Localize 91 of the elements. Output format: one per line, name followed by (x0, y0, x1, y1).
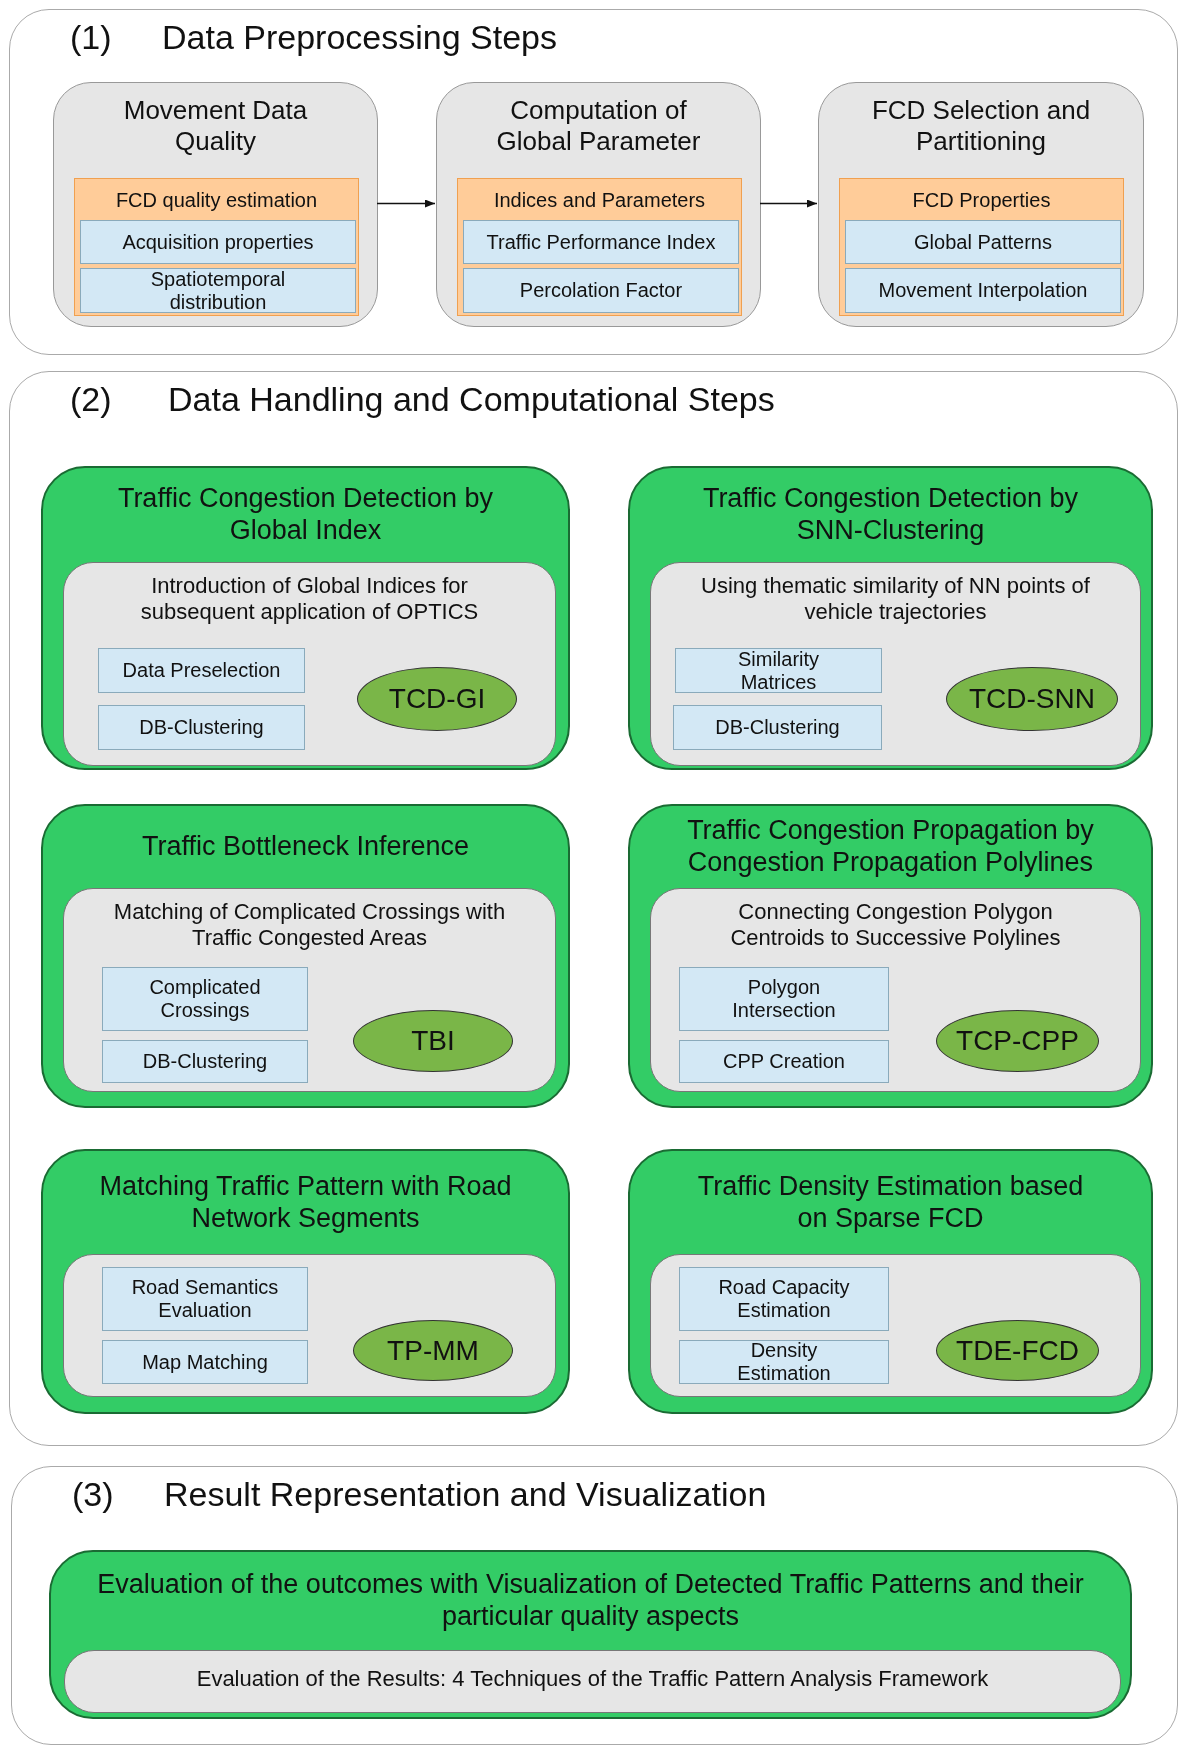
group-title: Indices and Parameters (492, 189, 707, 212)
method-card (41, 1149, 570, 1414)
item-box (679, 967, 889, 1031)
method-card (41, 804, 570, 1108)
item-box (102, 1267, 308, 1331)
item-box (98, 648, 305, 693)
method-card (628, 804, 1153, 1108)
method-card (49, 1550, 1132, 1719)
method-title: Traffic Congestion Detection by SNN-Clustering (701, 482, 1080, 547)
item-label: Data Preselection (121, 659, 282, 682)
method-card (628, 1149, 1153, 1414)
content-panel (650, 1254, 1141, 1397)
section-number: (2) (70, 380, 112, 419)
acronym-label: TCD-SNN (969, 683, 1095, 715)
item-box (679, 1340, 889, 1384)
item-box (679, 1040, 889, 1083)
description-panel (63, 888, 556, 1092)
item-label: Road Semantics Evaluation (130, 1276, 280, 1322)
item-box (80, 220, 356, 264)
acronym-label: TP-MM (387, 1334, 479, 1367)
group-title: FCD Properties (911, 189, 1052, 212)
item-box (98, 705, 305, 750)
description-text: Using thematic similarity of NN points of vehicle trajectories (700, 573, 1091, 626)
item-label: Road Capacity Estimation (717, 1276, 851, 1322)
method-title: Traffic Density Estimation based on Sparse FCD (696, 1169, 1085, 1235)
section-number: (1) (70, 18, 112, 57)
method-title: Traffic Congestion Propagation by Congestion Propagation Polylines (686, 814, 1095, 879)
section-title: Data Handling and Computational Steps (168, 380, 775, 419)
method-title: Matching Traffic Pattern with Road Network Segments (98, 1169, 513, 1235)
method-title: Traffic Congestion Detection by Global Index (116, 482, 495, 547)
arrow (759, 199, 818, 208)
step-card (436, 82, 761, 327)
description-panel (64, 1650, 1121, 1713)
item-box (102, 967, 308, 1031)
item-box (675, 648, 882, 693)
method-card (628, 466, 1153, 770)
step-card (53, 82, 378, 327)
method-title: Evaluation of the outcomes with Visualization of Detected Traffic Patterns and their particular quality aspects (96, 1568, 1085, 1633)
item-label: Acquisition properties (121, 230, 315, 254)
item-label: Complicated Crossings (148, 976, 262, 1022)
item-label: Global Patterns (913, 230, 1053, 254)
item-box (845, 220, 1121, 264)
item-label: Spatiotemporal distribution (149, 267, 287, 314)
description-panel (650, 888, 1141, 1092)
description-text: Introduction of Global Indices for subsequent application of OPTICS (139, 573, 480, 626)
item-box (80, 268, 356, 313)
item-box (673, 705, 882, 750)
item-label: Polygon Intersection (731, 976, 837, 1022)
item-box (679, 1267, 889, 1331)
section-title: Data Preprocessing Steps (162, 18, 557, 57)
group-title: FCD quality estimation (114, 189, 319, 212)
item-label: Map Matching (141, 1350, 269, 1374)
item-box (102, 1040, 308, 1083)
section-panel (9, 371, 1178, 1446)
description-text: Matching of Complicated Crossings with Traffic Congested Areas (112, 899, 507, 952)
step-title: Computation of Global Parameter (495, 95, 702, 158)
acronym-label: TCD-GI (388, 683, 486, 715)
step-card (818, 82, 1144, 327)
group-box (839, 178, 1124, 316)
section-number: (3) (72, 1475, 114, 1514)
item-box (463, 220, 739, 264)
arrow (376, 199, 436, 208)
item-label: Similarity Matrices (736, 647, 821, 694)
item-label: Movement Interpolation (877, 279, 1089, 302)
method-title: Traffic Bottleneck Inference (140, 830, 471, 864)
section-title: Result Representation and Visualization (164, 1475, 767, 1514)
description-text: Evaluation of the Results: 4 Techniques of the Traffic Pattern Analysis Framework (195, 1666, 990, 1693)
acronym-label: TBI (411, 1025, 455, 1057)
description-text: Connecting Congestion Polygon Centroids to Successive Polylines (729, 899, 1062, 952)
acronym-label: TCP-CPP (956, 1025, 1079, 1057)
step-title: Movement Data Quality (122, 95, 309, 158)
item-label: Traffic Performance Index (485, 230, 717, 254)
item-label: DB-Clustering (714, 716, 841, 739)
item-label: DB-Clustering (138, 716, 265, 739)
item-label: DB-Clustering (141, 1050, 269, 1073)
acronym-label: TDE-FCD (956, 1334, 1079, 1367)
item-box (463, 268, 739, 313)
step-title: FCD Selection and Partitioning (870, 95, 1092, 158)
group-box (457, 178, 742, 316)
item-label: Percolation Factor (518, 279, 684, 302)
item-box (845, 268, 1121, 313)
method-card (41, 466, 570, 770)
item-label: CPP Creation (722, 1050, 846, 1073)
section-panel (11, 1466, 1178, 1745)
item-label: Density Estimation (736, 1339, 832, 1385)
description-panel (650, 562, 1141, 766)
section-panel (9, 9, 1178, 355)
content-panel (63, 1254, 556, 1397)
group-box (74, 178, 359, 316)
item-box (102, 1340, 308, 1384)
description-panel (63, 562, 556, 766)
